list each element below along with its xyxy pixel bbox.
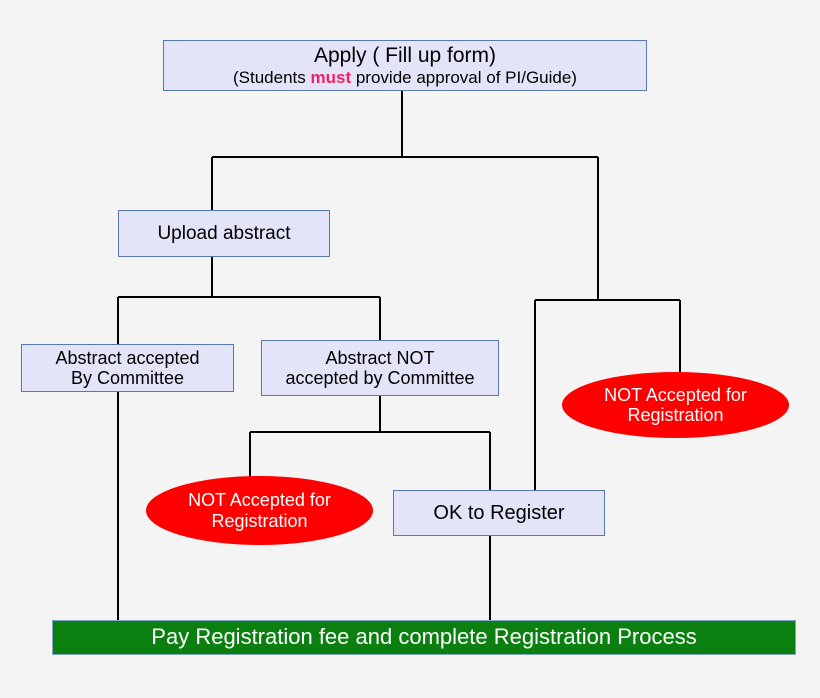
node-abstract-not-accepted[interactable]: Abstract NOT accepted by Committee [261,340,499,396]
apply-subtitle-emphasis: must [310,67,352,87]
not-accepted-right-line1: NOT Accepted for [604,384,747,405]
not-accepted-left-line1: NOT Accepted for [188,490,331,511]
node-upload-abstract[interactable]: Upload abstract [118,210,330,257]
node-not-accepted-registration-right[interactable]: NOT Accepted for Registration [562,372,789,438]
apply-subtitle-suffix: provide approval of PI/Guide) [351,67,577,87]
not-accepted-left-line2: Registration [211,510,308,531]
node-apply[interactable]: Apply ( Fill up form) (Students must pro… [163,40,647,91]
abstract-accepted-line1: Abstract accepted [55,347,200,368]
upload-abstract-label: Upload abstract [157,222,291,244]
abstract-not-accepted-line2: accepted by Committee [285,368,475,388]
node-pay-registration[interactable]: Pay Registration fee and complete Regist… [52,620,796,655]
abstract-accepted-line2: By Committee [70,368,185,388]
node-not-accepted-registration-left[interactable]: NOT Accepted for Registration [146,476,373,545]
pay-registration-label: Pay Registration fee and complete Regist… [151,624,697,650]
apply-title: Apply ( Fill up form) [313,44,497,68]
apply-subtitle: (Students must provide approval of PI/Gu… [233,68,577,87]
not-accepted-right-line2: Registration [627,405,724,425]
abstract-not-accepted-line1: Abstract NOT [325,347,435,368]
ok-to-register-label: OK to Register [433,501,565,524]
node-ok-to-register[interactable]: OK to Register [393,490,605,536]
apply-subtitle-prefix: (Students [233,67,311,87]
node-abstract-accepted[interactable]: Abstract accepted By Committee [21,344,234,392]
